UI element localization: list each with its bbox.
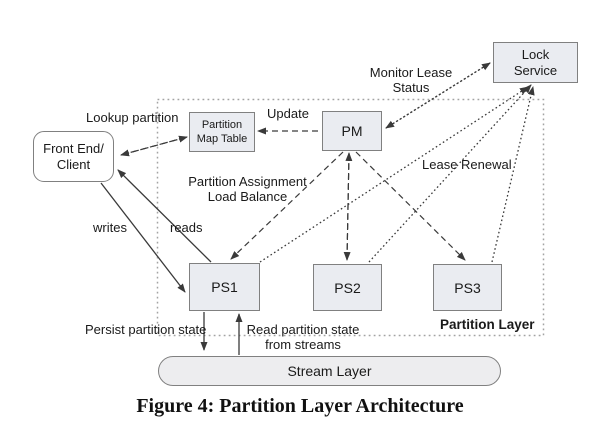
label-partition-layer: Partition Layer xyxy=(440,317,535,332)
edge-lease-renewal-ps1 xyxy=(259,86,529,263)
label-writes: writes xyxy=(93,220,127,235)
label-partition-assignment-load-balance: Partition Assignment Load Balance xyxy=(188,174,307,204)
node-stream-layer: Stream Layer xyxy=(158,356,501,386)
node-ps3: PS3 xyxy=(433,264,502,311)
edge-ps2-to-pm xyxy=(345,152,353,261)
label-persist-partition-state: Persist partition state xyxy=(85,322,207,337)
label-lookup-partition: Lookup partition xyxy=(86,110,179,125)
edge-monitor-lease-to-pm xyxy=(385,62,491,129)
node-ps1: PS1 xyxy=(189,263,260,311)
edge-writes xyxy=(100,182,186,293)
figure-caption: Figure 4: Partition Layer Architecture xyxy=(136,395,464,417)
label-lease-renewal: Lease Renewal xyxy=(422,157,512,172)
label-read-partition-state: Read partition state from streams xyxy=(246,322,360,352)
edge-lease-renewal-ps2 xyxy=(368,84,532,263)
node-ps2: PS2 xyxy=(313,264,382,311)
edge-pm-to-ps3 xyxy=(355,151,466,261)
node-front-end-client: Front End/ Client xyxy=(33,131,114,182)
edge-reads xyxy=(117,169,212,263)
edge-pm-to-ps1 xyxy=(230,151,344,260)
edge-lookup-partition-to-maptable xyxy=(120,135,188,156)
label-reads: reads xyxy=(170,220,203,235)
node-partition-manager: PM xyxy=(322,111,382,151)
node-lock-service: Lock Service xyxy=(493,42,578,83)
node-partition-map-table: Partition Map Table xyxy=(189,112,255,152)
partition-layer-boundary xyxy=(156,98,545,337)
edge-monitor-lease-to-lock xyxy=(385,62,491,129)
edge-lease-renewal-ps3 xyxy=(491,86,535,263)
label-monitor-lease-status: Monitor Lease Status xyxy=(369,65,453,95)
label-update: Update xyxy=(267,106,309,121)
